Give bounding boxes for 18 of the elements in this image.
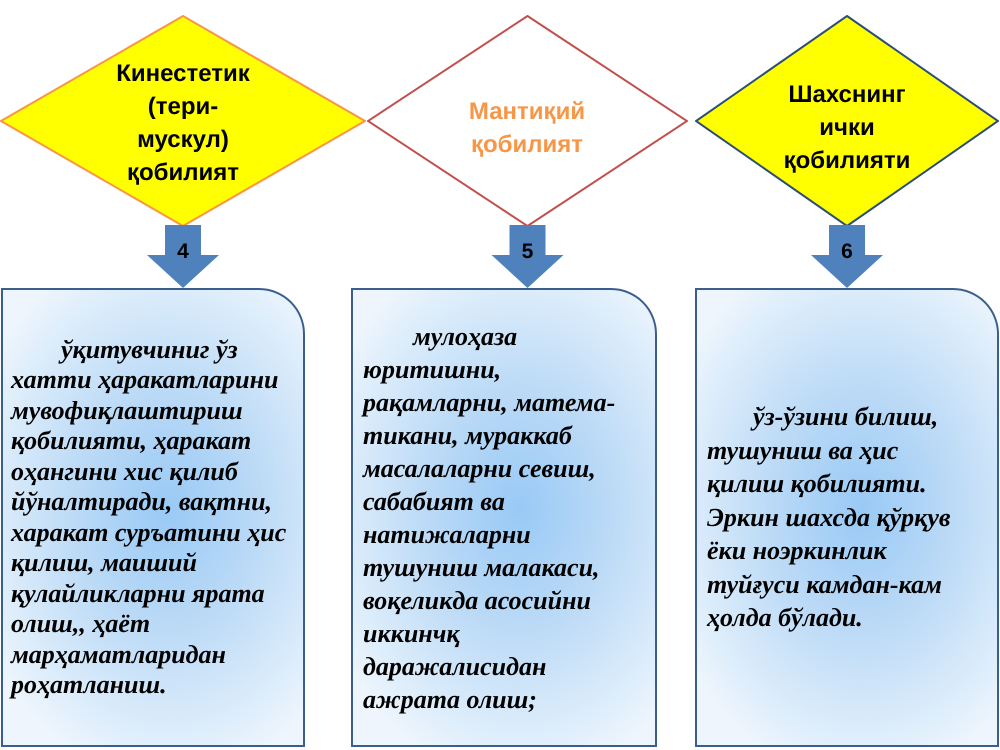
card-text: ўз-ўзини билиш, тушуниш ва ҳис қилиш қобилияти. Эркин шахсда қўрқув ёки ноэркинлик туйғуси камдан-кам ҳолда бўлади. [707, 401, 952, 634]
diamond-label: Мантиқий қобилият [468, 97, 586, 160]
decision-diamond [695, 15, 999, 227]
block-arrow [492, 225, 564, 288]
edge-label: 5 [522, 241, 534, 263]
card-text: ўқитувчиниг ўз хатти ҳаракатларини мувофиқлаштириш қобилияти, ҳаракат оҳангини хис қилиб йўналтиради, вақтни, харакат суръатини ҳис қилиш, маиший қулайликларни ярата олиш,, ҳаёт марҳаматларидан роҳатланиш. [11, 334, 288, 700]
card-text: мулоҳаза юритишни, рақамларни, матема-тикани, мураккаб масалаларни севиш, сабабият ва натижаларни тушуниш малакаси, воқеликда асосийни иккинчқ даражалисидан ажрата олиш; [363, 320, 616, 716]
text-card [351, 288, 657, 747]
block-arrow [811, 225, 883, 288]
decision-diamond [0, 15, 366, 227]
edge-label: 6 [841, 241, 853, 263]
block-arrow [147, 225, 219, 288]
decision-diamond [367, 15, 688, 227]
edge-label: 4 [177, 241, 189, 263]
diamond-label: Кинестетик (тери-мускул) қобилият [115, 59, 251, 188]
text-card [1, 288, 305, 747]
text-card [695, 288, 999, 747]
diamond-label: Шахснинг ички қобилияти [782, 80, 912, 176]
